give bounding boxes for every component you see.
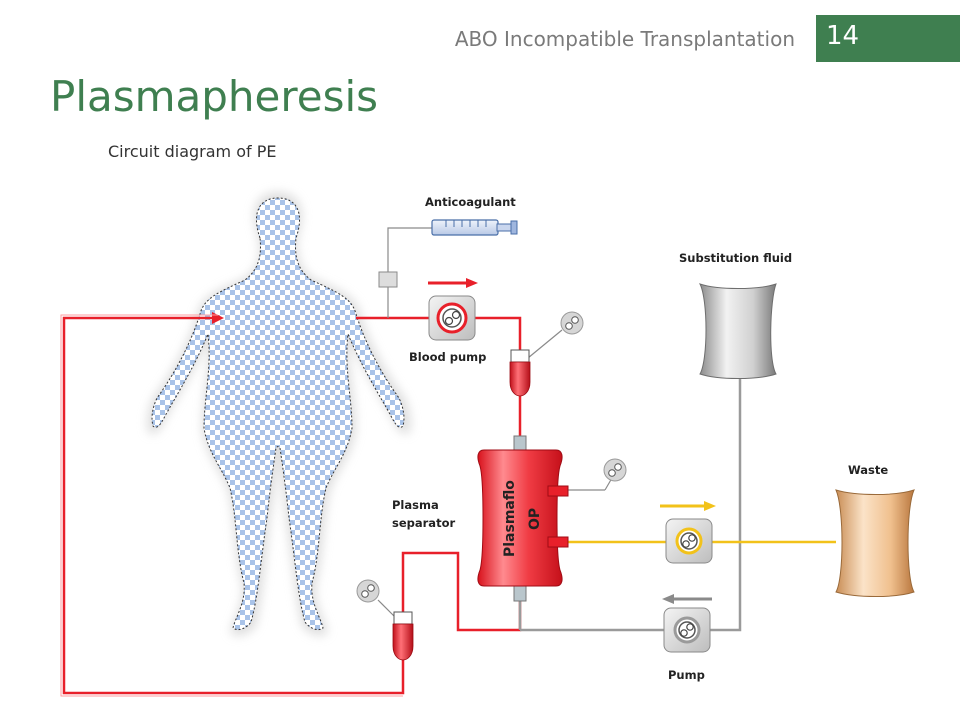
plasma-separator-label-line1: Plasma (392, 498, 439, 512)
anticoagulant-line (387, 227, 432, 318)
anticoagulant-label: Anticoagulant (425, 195, 516, 209)
drip-chamber-arterial (509, 349, 531, 397)
pressure-gauge-venous (356, 579, 397, 619)
filter-name-line2: OP (527, 508, 543, 530)
plasma-separator-label-line2: separator (392, 516, 455, 530)
human-body (147, 192, 411, 636)
plasma-separator-filter (477, 435, 569, 602)
diagram-caption: Circuit diagram of PE (108, 142, 277, 161)
pressure-gauge-arterial (527, 311, 584, 359)
drip-chamber-venous (392, 611, 414, 661)
blood-pump-label: Blood pump (409, 350, 486, 364)
pressure-gauge-filtrate (568, 458, 627, 491)
slide-number: 14 (826, 21, 860, 51)
substitution-fluid-line (518, 378, 742, 632)
presentation-title: ABO Incompatible Transplantation (454, 27, 795, 51)
substitution-pump (663, 607, 711, 653)
pump-label: Pump (668, 668, 705, 682)
filter-name-line1: Plasmaflo (502, 480, 518, 557)
waste-label: Waste (848, 463, 888, 477)
anticoagulant-pump-box (378, 271, 398, 288)
blood-line-arterial (356, 316, 522, 440)
blood-pump (428, 295, 476, 341)
substitution-fluid-bag (699, 283, 777, 379)
substitution-fluid-label: Substitution fluid (679, 251, 792, 265)
slide-number-badge: 14 (816, 15, 960, 62)
plasma-flow-arrow (660, 501, 716, 511)
blood-flow-arrow (428, 278, 478, 288)
fluid-flow-arrow (662, 594, 712, 604)
page-title: Plasmapheresis (50, 72, 379, 121)
anticoagulant-syringe (431, 219, 518, 236)
waste-bag (835, 489, 915, 597)
plasma-pump (665, 518, 713, 564)
